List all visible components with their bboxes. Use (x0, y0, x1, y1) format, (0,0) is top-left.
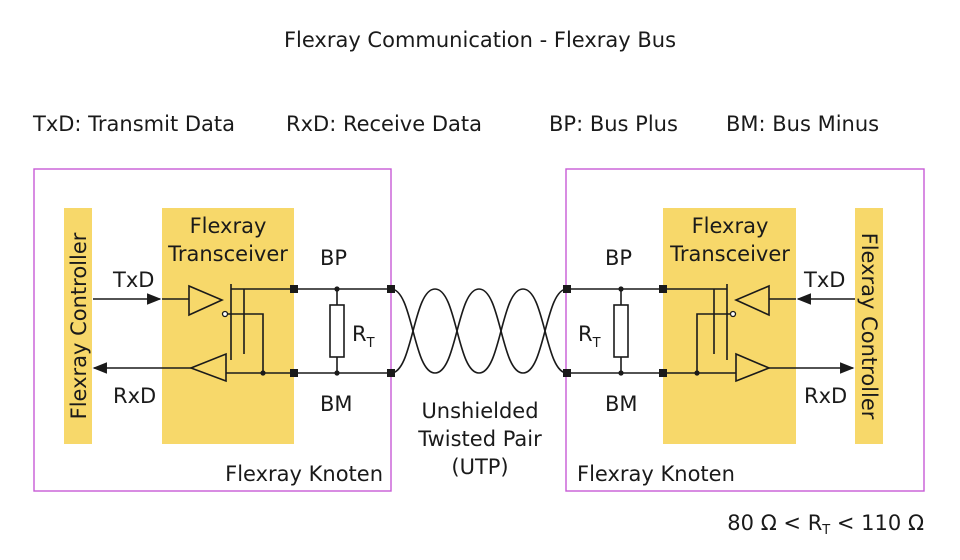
right-node-border (565, 168, 925, 492)
cable-wire-b (390, 288, 568, 374)
right-transceiver-chip (663, 208, 796, 444)
right-rxd-label: RxD (804, 384, 847, 408)
left-bm-label: BM (320, 392, 353, 416)
left-txd-label: TxD (112, 268, 154, 292)
legend-bp: BP: Bus Plus (549, 112, 678, 136)
left-transceiver-label-1: Flexray (190, 214, 267, 238)
left-controller-label: Flexray Controller (67, 232, 91, 419)
right-node-label: Flexray Knoten (577, 462, 735, 486)
left-node: Flexray Knoten Flexray Controller Flexra… (33, 168, 395, 492)
resistance-range-formula: 80 Ω < RT < 110 Ω (727, 511, 924, 538)
right-resistor (613, 304, 629, 358)
right-transceiver-label-2: Transceiver (669, 242, 790, 266)
left-tx-driver (188, 284, 224, 317)
right-rx-receiver (735, 352, 772, 383)
legend-rxd: RxD: Receive Data (286, 112, 482, 136)
cable-label-3: (UTP) (451, 455, 508, 479)
right-bp-label: BP (605, 246, 632, 270)
right-bm-label: BM (605, 392, 638, 416)
left-node-border (33, 168, 392, 492)
left-node-label: Flexray Knoten (225, 462, 383, 486)
left-resistor (329, 304, 345, 358)
cable-label-1: Unshielded (421, 399, 538, 423)
left-rxd-label: RxD (113, 384, 156, 408)
right-node: Flexray Knoten Flexray Controller Flexra… (563, 168, 925, 492)
right-controller-chip (855, 208, 883, 444)
legend-bm: BM: Bus Minus (726, 112, 879, 136)
twisted-pair-cable: Unshielded Twisted Pair (UTP) (390, 288, 568, 479)
right-tx-driver (734, 284, 770, 317)
left-controller-chip (64, 208, 92, 444)
legend-txd: TxD: Transmit Data (32, 112, 235, 136)
right-controller-label: Flexray Controller (857, 233, 881, 420)
cable-label-2: Twisted Pair (417, 427, 542, 451)
cable-wire-a (390, 288, 568, 374)
left-bp-label: BP (320, 246, 347, 270)
right-txd-label: TxD (803, 268, 845, 292)
left-transceiver-chip (162, 208, 294, 444)
right-resistor-label: RT (578, 322, 601, 351)
left-rx-receiver (188, 352, 227, 383)
left-resistor-label: RT (352, 322, 375, 351)
left-transceiver-label-2: Transceiver (167, 242, 288, 266)
diagram-title: Flexray Communication - Flexray Bus (284, 28, 676, 52)
right-transceiver-label-1: Flexray (692, 214, 769, 238)
